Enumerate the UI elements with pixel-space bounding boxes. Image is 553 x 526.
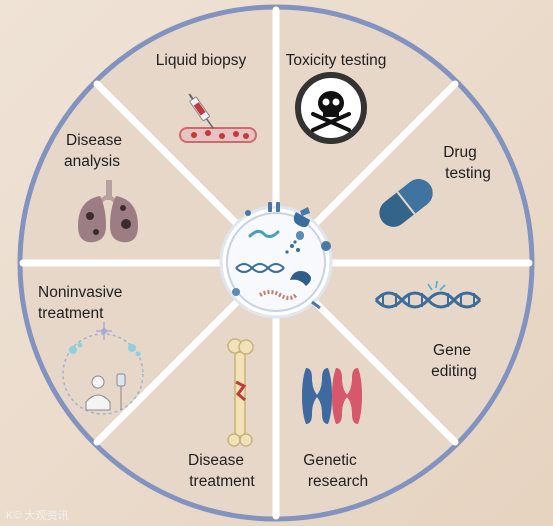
label-genetic-research: Genetic research: [303, 452, 368, 490]
divider-bottom-right: [312, 299, 459, 446]
label-line: analysis: [64, 153, 120, 170]
label-drug-testing: Drug testing: [443, 144, 491, 182]
syringe-blood-vessel-icon: [179, 93, 257, 143]
label-liquid-biopsy: Liquid biopsy: [156, 52, 247, 69]
label-toxicity-testing: Toxicity testing: [286, 52, 387, 69]
label-line: research: [308, 473, 368, 490]
capsule-icon: [379, 179, 433, 227]
label-line: Gene: [433, 342, 471, 359]
label-gene-editing: Gene editing: [431, 342, 477, 380]
label-disease-analysis: Disease analysis: [64, 132, 122, 170]
label-line: editing: [431, 363, 477, 380]
center-cell-icon: [219, 202, 333, 319]
label-line: Toxicity testing: [286, 52, 387, 69]
label-line: Drug: [443, 144, 477, 161]
label-line: Genetic: [303, 452, 357, 469]
label-line: treatment: [38, 305, 104, 322]
label-line: Liquid biopsy: [156, 52, 247, 69]
bone-icon: [227, 338, 254, 447]
divider-bottom-left: [93, 299, 240, 446]
label-disease-treatment: Disease treatment: [188, 452, 255, 490]
label-noninvasive-treatment: Noninvasive treatment: [38, 284, 122, 322]
patient-iv-cycle-icon: [62, 322, 144, 415]
label-line: Noninvasive: [38, 284, 122, 301]
skull-crossbones-icon: [295, 72, 367, 144]
label-line: Disease: [188, 452, 244, 469]
divider-top-left: [93, 80, 240, 227]
segment-dividers: [19, 6, 533, 520]
label-line: testing: [445, 165, 491, 182]
dna-double-helix-icon: [374, 280, 482, 309]
chromosome-icon: [302, 368, 362, 424]
lungs-icon: [78, 180, 138, 243]
label-line: treatment: [189, 473, 255, 490]
divider-top-right: [312, 80, 459, 227]
watermark-text: K© 大观资讯: [6, 508, 69, 522]
label-line: Disease: [66, 132, 122, 149]
